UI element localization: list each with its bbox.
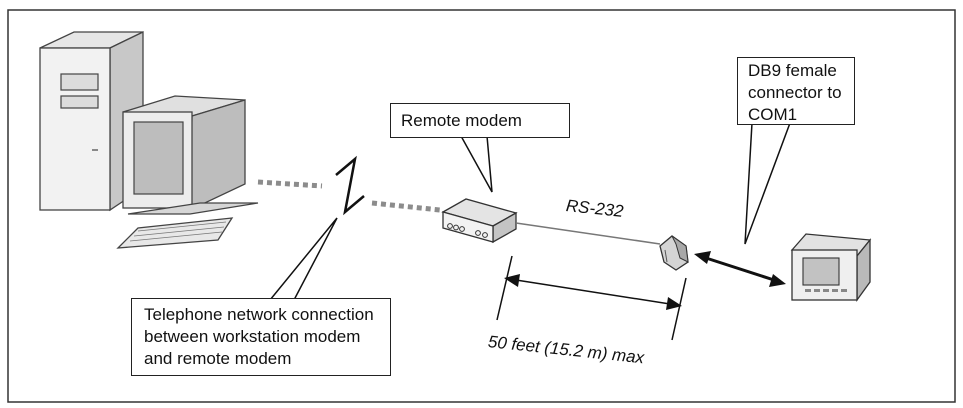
phone-line-right	[371, 200, 441, 213]
distance-dimension	[496, 255, 687, 341]
monitor-icon	[122, 95, 259, 215]
callout-pointers	[268, 122, 792, 301]
keyboard-icon	[116, 217, 234, 249]
meter-device-icon	[790, 233, 872, 303]
callout-remote-modem: Remote modem	[390, 103, 570, 138]
telephone-network-icon	[335, 155, 365, 216]
db9-connector-icon	[659, 235, 689, 271]
callout-db9-connector: DB9 female connector to COM1	[737, 57, 855, 125]
callout-telephone-network: Telephone network connection between wor…	[131, 298, 391, 376]
connection-double-arrow	[694, 251, 786, 287]
modem-icon	[441, 198, 518, 244]
phone-line-left	[257, 179, 323, 189]
rs232-cable	[515, 222, 661, 245]
